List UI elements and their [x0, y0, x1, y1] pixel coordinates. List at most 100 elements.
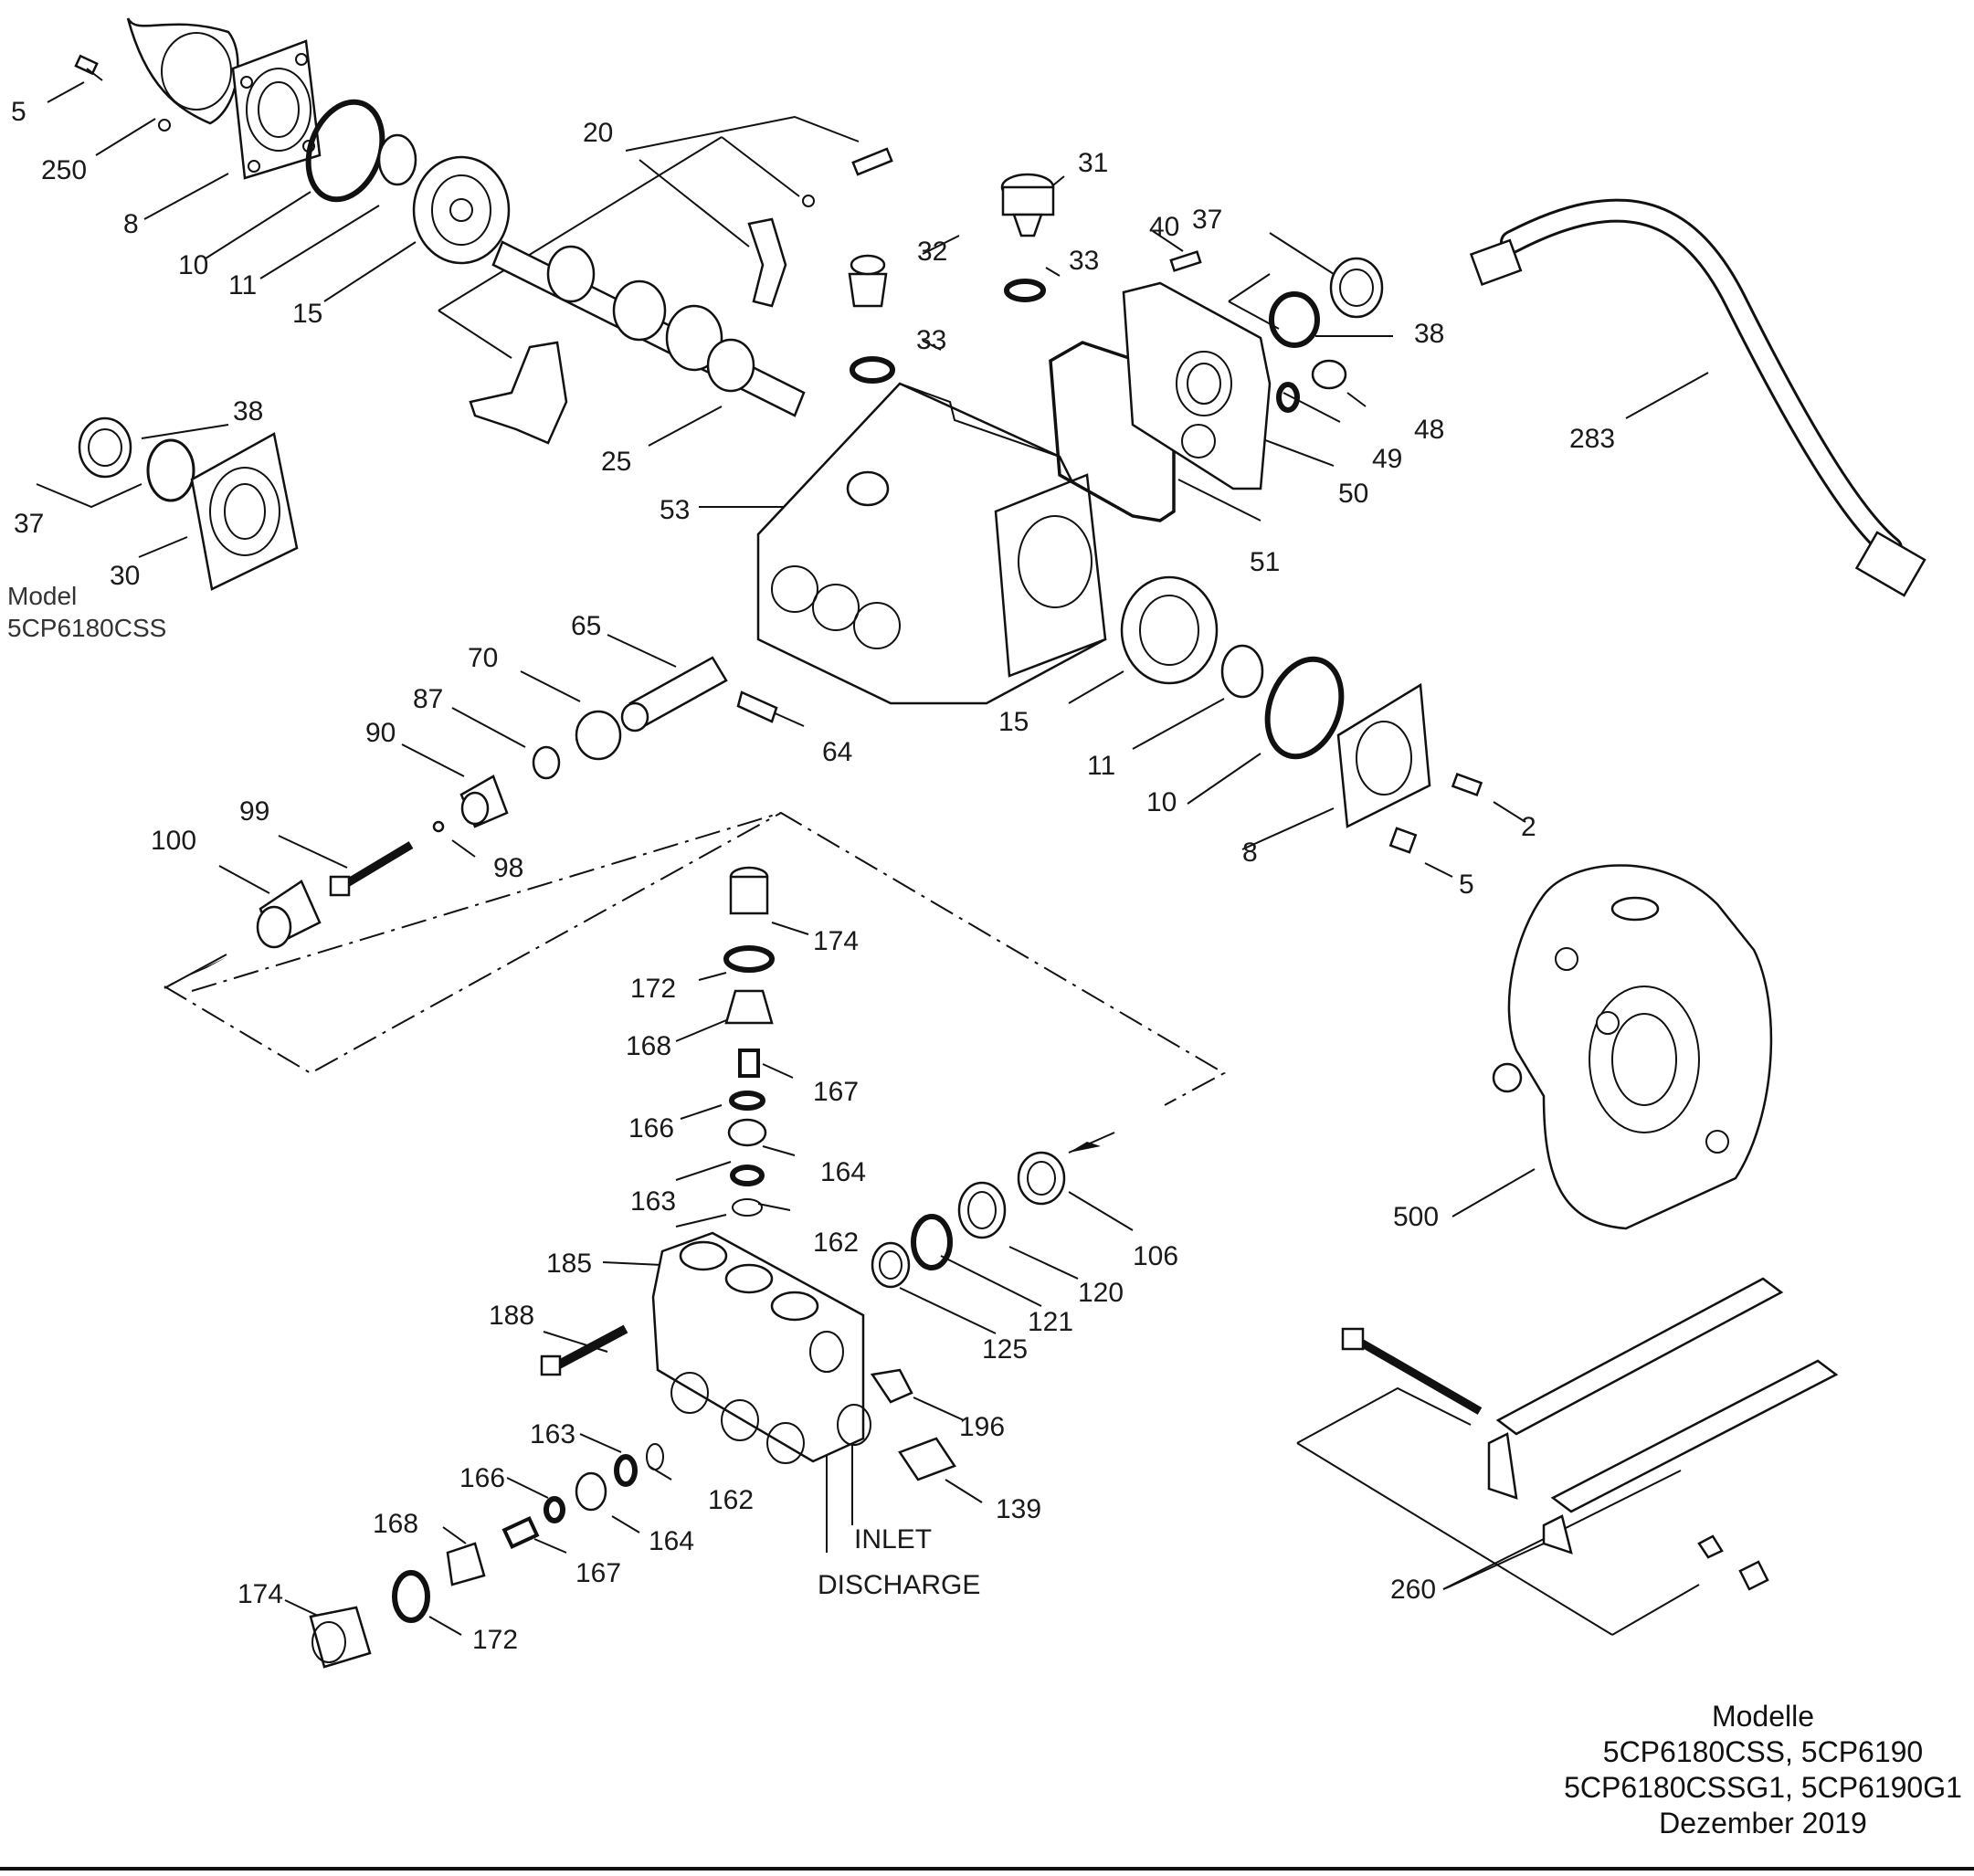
label-168-top: 168: [626, 1031, 671, 1061]
valve-cage-168-top-icon: [724, 989, 774, 1025]
label-283: 283: [1569, 424, 1615, 454]
seal-70-icon: [575, 710, 622, 761]
label-15-top: 15: [292, 299, 322, 329]
label-37-top: 37: [1192, 205, 1222, 235]
caption-line-3: 5CP6180CSSG1, 5CP6190G1: [1564, 1771, 1962, 1805]
label-65: 65: [571, 611, 601, 641]
label-33-b: 33: [916, 325, 946, 355]
label-162-top: 162: [813, 1228, 859, 1258]
o-ring-121-icon: [911, 1214, 953, 1270]
label-10-right: 10: [1146, 787, 1177, 817]
label-164-top: 164: [820, 1157, 866, 1187]
o-ring-10-top-icon: [305, 99, 385, 203]
connecting-rod-20-top-icon: [747, 217, 787, 308]
crankcase-cover-250-icon: [126, 17, 239, 132]
bearing-15-top-icon: [412, 155, 511, 265]
valve-group-dashed-outline: [164, 811, 1227, 1154]
washer-87-icon: [532, 745, 561, 780]
gearbox-500-icon: [1492, 864, 1773, 1230]
o-ring-49-icon: [1276, 382, 1300, 413]
spring-167-top-icon: [738, 1049, 760, 1078]
screw-40-icon: [1169, 250, 1202, 272]
bearing-cover-30-icon: [190, 432, 299, 591]
washer-98-icon: [432, 820, 445, 833]
label-5-top: 5: [11, 97, 26, 127]
model-note-code: 5CP6180CSS: [7, 614, 167, 642]
valve-plug-174-top-icon: [729, 866, 769, 915]
valve-seat-164-top-icon: [727, 1118, 767, 1147]
bearing-cover-8-top-icon: [231, 39, 322, 180]
label-37-left: 37: [14, 509, 44, 539]
label-90: 90: [365, 718, 396, 748]
label-188: 188: [489, 1301, 534, 1331]
label-260: 260: [1390, 1575, 1436, 1605]
label-64: 64: [822, 737, 852, 767]
label-166-bottom: 166: [459, 1463, 505, 1493]
label-8-top: 8: [123, 209, 139, 239]
label-87: 87: [413, 684, 443, 714]
label-167-bottom: 167: [575, 1558, 621, 1588]
label-25: 25: [601, 447, 631, 477]
caption-line-4: Dezember 2019: [1659, 1807, 1867, 1840]
label-174-top: 174: [813, 926, 859, 956]
valve-166-bottom-icon: [544, 1496, 565, 1523]
label-51: 51: [1250, 547, 1280, 577]
plug-37-top-icon: [1329, 257, 1384, 319]
crankcase-53-icon: [756, 382, 1107, 705]
label-48: 48: [1414, 415, 1444, 445]
valve-166-top-icon: [729, 1091, 765, 1111]
label-40: 40: [1149, 212, 1179, 242]
o-ring-172-top-icon: [723, 945, 775, 973]
gasket-51-icon: [1049, 341, 1176, 522]
label-53: 53: [660, 495, 690, 525]
seal-106-icon: [1017, 1151, 1066, 1206]
bolt-5-right-icon: [1388, 827, 1418, 854]
label-20: 20: [583, 118, 613, 148]
model-note-title: Model: [7, 582, 78, 610]
sleeve-90-icon: [459, 775, 509, 828]
label-185: 185: [546, 1249, 592, 1279]
plug-139-icon: [898, 1437, 956, 1481]
spring-167-bottom-icon: [501, 1515, 540, 1550]
label-162-bottom: 162: [708, 1485, 754, 1515]
plunger-65-icon: [620, 656, 728, 732]
label-164-bottom: 164: [649, 1526, 694, 1556]
label-121: 121: [1028, 1307, 1073, 1337]
base-rails-260-icon: [1341, 1277, 1839, 1591]
o-ring-172-bottom-icon: [392, 1570, 430, 1623]
seal-125-icon: [871, 1241, 911, 1289]
label-98: 98: [493, 853, 523, 883]
models-caption: Modelle 5CP6180CSS, 5CP6190 5CP6180CSSG1…: [1553, 1699, 1973, 1841]
breather-32-icon: [848, 254, 888, 308]
caption-line-2: 5CP6180CSS, 5CP6190: [1602, 1735, 1924, 1769]
oil-seal-11-right-icon: [1220, 644, 1264, 699]
oil-cap-31-icon: [1000, 173, 1055, 237]
label-167-top: 167: [813, 1077, 859, 1107]
rear-cover-50-icon: [1122, 281, 1272, 490]
manifold-185-icon: [651, 1231, 871, 1464]
caption-line-1: Modelle: [1711, 1700, 1815, 1733]
label-196: 196: [959, 1412, 1005, 1442]
label-49: 49: [1372, 444, 1402, 474]
o-ring-33-icons: [850, 279, 1046, 384]
label-168-bottom: 168: [373, 1509, 418, 1539]
label-10-top: 10: [178, 250, 208, 280]
label-70: 70: [468, 643, 498, 673]
label-172-bottom: 172: [472, 1625, 518, 1655]
label-99: 99: [239, 796, 269, 827]
oil-seal-11-top-icon: [377, 133, 417, 186]
label-discharge: DISCHARGE: [818, 1570, 980, 1600]
valve-cage-168-bottom-icon: [446, 1542, 486, 1586]
valve-seat-164-bottom-icon: [575, 1471, 607, 1512]
part-number-labels: 5 250 8 10 11 15 20 25 31 32 33 33 40 37…: [11, 97, 1615, 1655]
label-125: 125: [982, 1334, 1028, 1365]
label-500: 500: [1393, 1202, 1439, 1232]
connecting-rod-20-bottom-icon: [469, 341, 568, 445]
o-ring-162-top-icon: [732, 1198, 763, 1217]
bolt-5-top-icon: [74, 54, 103, 81]
bolt-188-icon: [540, 1324, 628, 1376]
label-38-left: 38: [233, 396, 263, 427]
label-31: 31: [1078, 148, 1108, 178]
model-note: Model 5CP6180CSS: [7, 580, 166, 644]
